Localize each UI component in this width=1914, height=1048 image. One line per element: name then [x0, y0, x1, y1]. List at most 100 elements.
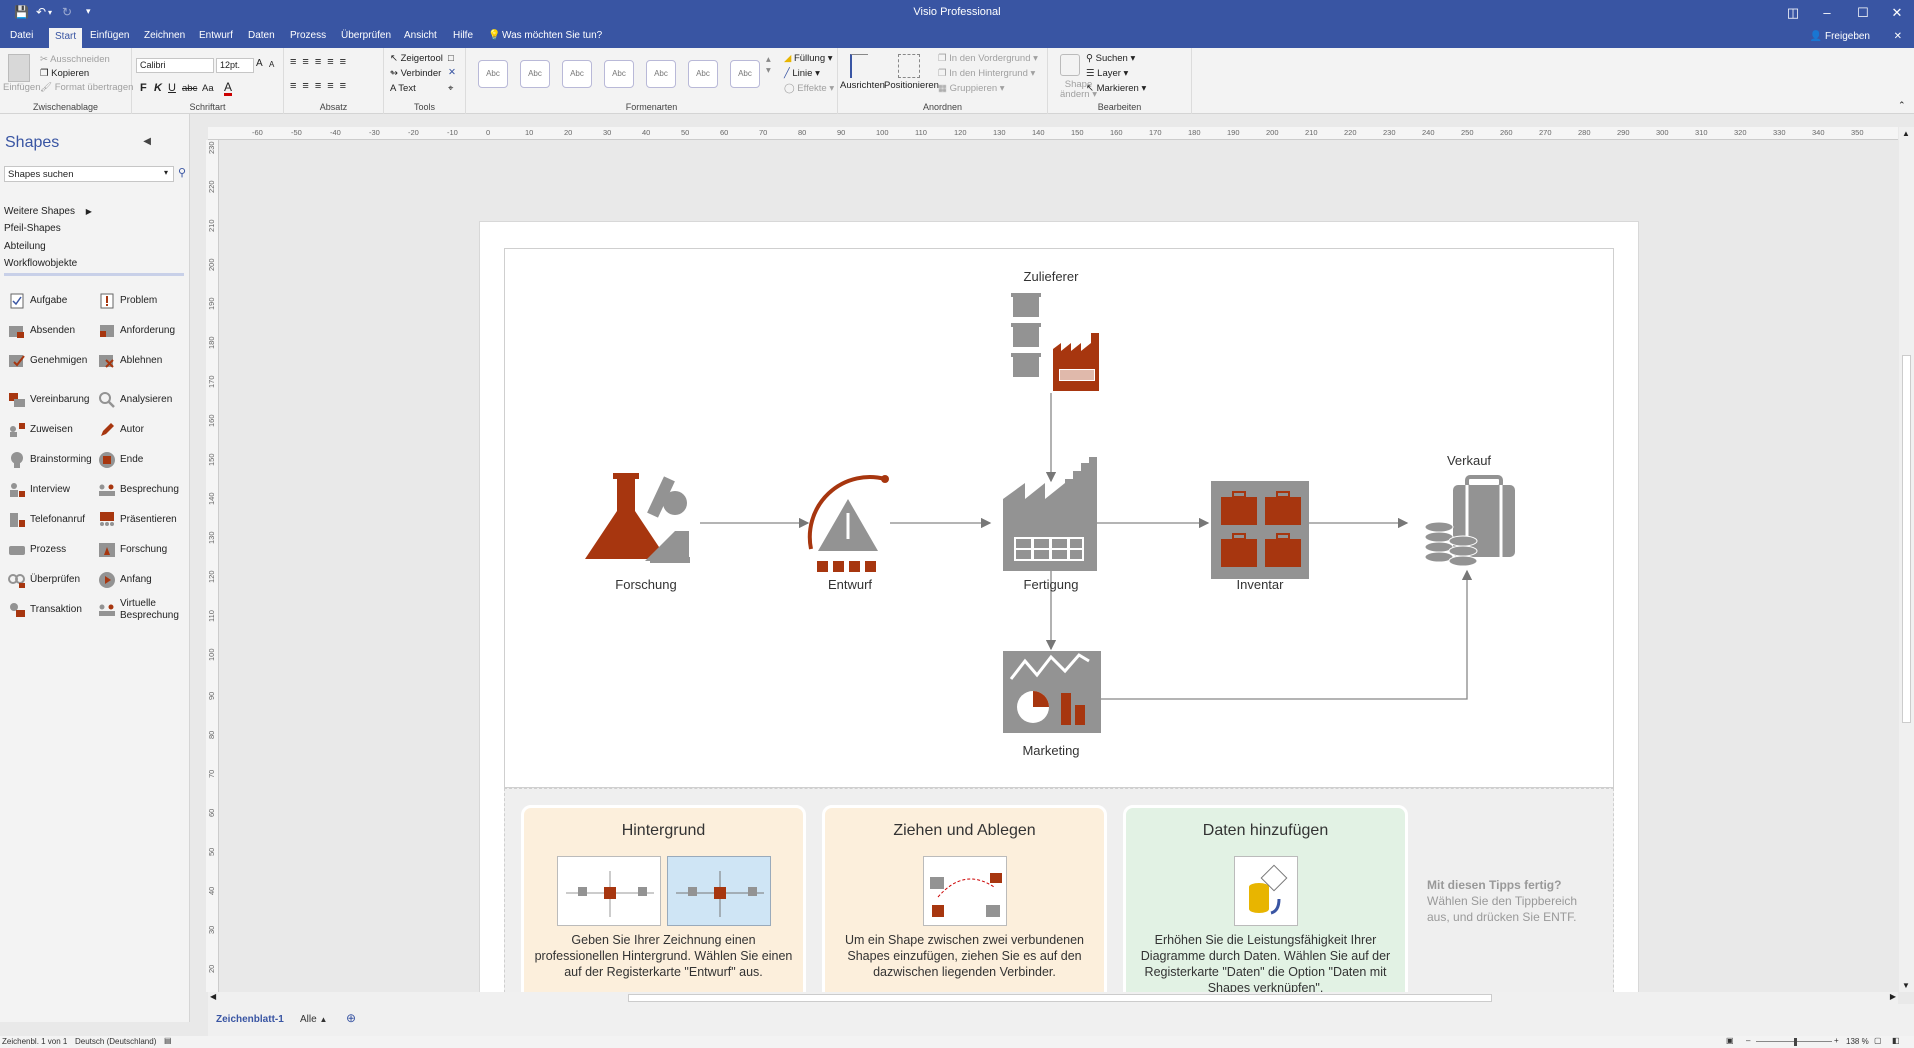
horizontal-scroll-thumb[interactable] — [628, 994, 1492, 1002]
font-size-select[interactable]: 12pt. — [216, 58, 254, 73]
stencil-more-shapes[interactable]: Weitere Shapes ▶ — [4, 206, 92, 217]
close-ribbon-icon[interactable]: ✕ — [1893, 31, 1902, 42]
bring-to-front-button[interactable]: ❐ In den Vordergrund ▾ — [938, 53, 1038, 64]
send-to-back-button[interactable]: ❐ In den Hintergrund ▾ — [938, 68, 1036, 79]
collapse-pane-icon[interactable]: ◀ — [143, 136, 151, 147]
tab-daten[interactable]: Daten — [248, 30, 275, 41]
search-button[interactable]: ⚲ Suchen ▾ — [1086, 53, 1136, 64]
add-sheet-icon[interactable]: ⊕ — [346, 1011, 357, 1025]
position-button[interactable]: Positionieren — [884, 80, 939, 91]
pointer-tool-button[interactable]: ↖ Zeigertool — [390, 53, 443, 64]
italic-button[interactable]: K — [154, 82, 162, 94]
tab-ueberpruefen[interactable]: Überprüfen — [341, 30, 392, 41]
tab-entwurf[interactable]: Entwurf — [199, 30, 233, 41]
tip-card-add-data[interactable]: Daten hinzufügen Erhöhen Sie die Leistun… — [1123, 805, 1408, 992]
search-icon[interactable]: ⚲ — [178, 167, 187, 179]
style-abc-7[interactable]: Abc — [730, 60, 760, 88]
drawing-page[interactable]: Zulieferer Forschung Entwurf Fertigung I… — [479, 221, 1639, 992]
shrink-font-button[interactable]: A — [269, 60, 275, 69]
align-button[interactable]: Ausrichten — [840, 80, 885, 91]
underline-button[interactable]: U — [168, 82, 176, 94]
group-button[interactable]: ▦ Gruppieren ▾ — [938, 83, 1005, 94]
tips-area[interactable]: Hintergrund Geben Sie Ihrer Zeichnung ei… — [504, 788, 1614, 992]
line-button[interactable]: ╱ Linie ▾ — [784, 68, 820, 79]
stencil-arrow-shapes[interactable]: Pfeil-Shapes — [4, 223, 61, 234]
font-name-select[interactable]: Calibri — [136, 58, 214, 73]
format-painter-button[interactable]: 🖌 Format übertragen — [40, 82, 134, 93]
scroll-down-icon[interactable]: ▼ — [1902, 981, 1910, 990]
fit-page-icon[interactable]: ▢ — [1874, 1036, 1882, 1045]
undo-icon[interactable]: ↶ — [36, 5, 47, 19]
copy-button[interactable]: ❐ Kopieren — [40, 68, 90, 79]
vertical-scroll-thumb[interactable] — [1902, 355, 1911, 723]
ribbon-display-options-icon[interactable]: ◫ — [1786, 5, 1800, 20]
stencil-department[interactable]: Abteilung — [4, 241, 46, 252]
font-color-button[interactable]: A — [224, 80, 233, 96]
styles-scroll-icon[interactable]: ▴▾ — [766, 54, 771, 76]
vertical-scrollbar[interactable]: ▲ ▼ — [1899, 127, 1914, 992]
connector-marketing-verkauf[interactable] — [1101, 569, 1473, 700]
change-shape-icon[interactable] — [1060, 54, 1080, 76]
tip-card-drag-drop[interactable]: Ziehen und Ablegen Um ein Shape zwischen… — [822, 805, 1107, 992]
drawing-canvas[interactable]: Zulieferer Forschung Entwurf Fertigung I… — [219, 140, 1899, 992]
zoom-out-icon[interactable]: – — [1746, 1036, 1751, 1045]
presentation-mode-icon[interactable]: ▣ — [1726, 1036, 1734, 1045]
change-case-button[interactable]: Aa — [202, 83, 214, 94]
minimize-icon[interactable]: – — [1823, 5, 1831, 20]
style-abc-2[interactable]: Abc — [520, 60, 550, 88]
tab-einfuegen[interactable]: Einfügen — [90, 30, 130, 41]
tab-zeichnen[interactable]: Zeichnen — [144, 30, 186, 41]
share-button[interactable]: 👤 Freigeben — [1809, 31, 1870, 42]
tip-card-background[interactable]: Hintergrund Geben Sie Ihrer Zeichnung ei… — [521, 805, 806, 992]
cut-button[interactable]: ✂ Ausschneiden — [40, 54, 110, 65]
close-x-icon[interactable]: ✕ — [448, 67, 456, 78]
tab-datei[interactable]: Datei — [10, 30, 34, 41]
verkauf-shape[interactable] — [1424, 475, 1515, 567]
customize-quick-access-icon[interactable]: ▾ — [86, 6, 91, 16]
marketing-shape[interactable] — [1003, 651, 1101, 733]
scroll-right-icon[interactable]: ▶ — [1889, 992, 1896, 1001]
layer-button[interactable]: ☰ Layer ▾ — [1086, 68, 1129, 79]
connection-point-icon[interactable]: ⌖ — [448, 83, 454, 94]
tab-ansicht[interactable]: Ansicht — [404, 30, 437, 41]
entwurf-shape[interactable] — [807, 475, 889, 572]
fill-button[interactable]: ◢ Füllung ▾ — [784, 53, 833, 64]
align-horizontal-icons[interactable]: ≡≡≡≡≡ — [290, 80, 353, 92]
horizontal-scrollbar[interactable]: ◀ ▶ — [208, 992, 1898, 1004]
stencil-workflow-objects[interactable]: Workflowobjekte — [4, 258, 184, 276]
zulieferer-shape[interactable] — [1011, 293, 1099, 391]
save-icon[interactable]: 💾 — [14, 5, 29, 19]
effects-button[interactable]: ◯ Effekte ▾ — [784, 83, 835, 94]
fertigung-shape[interactable] — [1003, 457, 1097, 571]
zoom-level[interactable]: 138 % — [1846, 1037, 1869, 1046]
zoom-slider-thumb[interactable] — [1794, 1038, 1797, 1046]
scroll-up-icon[interactable]: ▲ — [1902, 129, 1910, 138]
tab-prozess[interactable]: Prozess — [290, 30, 327, 41]
shapes-search-input[interactable]: Shapes suchen — [4, 166, 174, 182]
bold-button[interactable]: F — [140, 82, 147, 94]
undo-dropdown-icon[interactable]: ▾ — [48, 8, 53, 17]
style-abc-4[interactable]: Abc — [604, 60, 634, 88]
select-button[interactable]: ↖ Markieren ▾ — [1086, 83, 1147, 94]
tab-start[interactable]: Start — [49, 28, 83, 48]
zoom-in-icon[interactable]: + — [1834, 1036, 1839, 1045]
tell-me-search[interactable]: Was möchten Sie tun? — [502, 30, 603, 41]
style-abc-1[interactable]: Abc — [478, 60, 508, 88]
style-abc-5[interactable]: Abc — [646, 60, 676, 88]
status-page[interactable]: Zeichenbl. 1 von 1 — [2, 1037, 68, 1046]
grow-font-button[interactable]: A — [256, 58, 263, 69]
position-icon[interactable] — [898, 54, 920, 78]
paste-icon[interactable] — [8, 54, 30, 82]
text-tool-button[interactable]: A Text — [390, 83, 416, 94]
search-dropdown-icon[interactable]: ▾ — [164, 168, 169, 177]
macro-record-icon[interactable]: ▤ — [164, 1036, 172, 1045]
close-icon[interactable]: ✕ — [1891, 5, 1903, 20]
paste-button[interactable]: Einfügen — [3, 82, 41, 93]
inventar-shape[interactable] — [1211, 481, 1309, 579]
sheet-tab-active[interactable]: Zeichenblatt-1 — [216, 1014, 284, 1025]
collapse-ribbon-icon[interactable]: ⌃ — [1898, 100, 1906, 110]
style-abc-6[interactable]: Abc — [688, 60, 718, 88]
switch-windows-icon[interactable]: ◧ — [1892, 1036, 1900, 1045]
maximize-icon[interactable]: ☐ — [1857, 5, 1869, 20]
